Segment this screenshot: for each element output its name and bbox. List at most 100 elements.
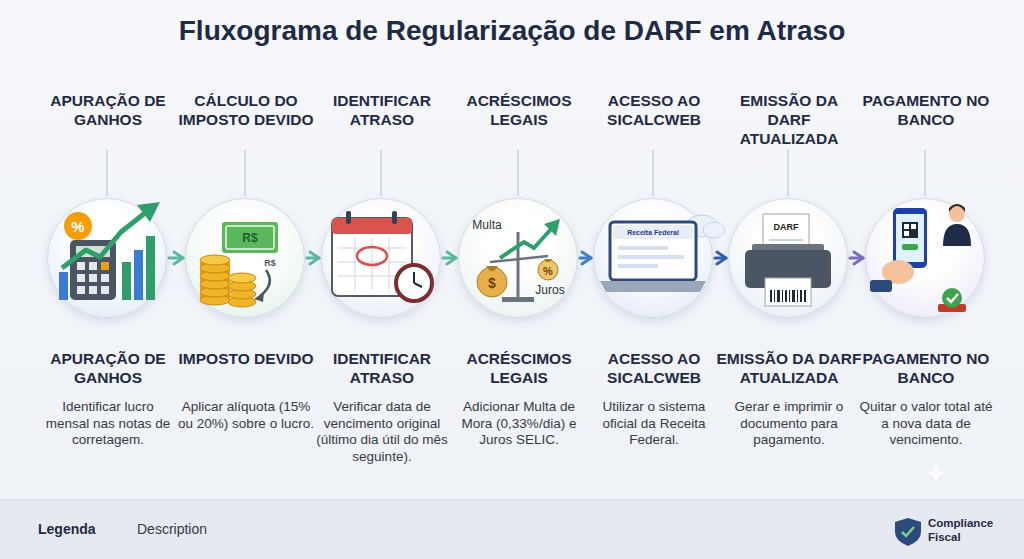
printer-icon-part [800,290,802,302]
payment-icon-part [902,244,918,250]
logo-shield [895,518,921,546]
scale-bags-icon-part [538,260,558,280]
laptop-cloud-icon-part [618,246,668,250]
footer-bar [0,500,1024,559]
chart-calculator-icon-part [77,286,85,294]
footer-bar-part [0,500,1024,559]
figure-label: % [543,265,553,277]
step-heading: EMISSÃO DA DARF ATUALIZADA [719,91,859,148]
figure-label: R$ [242,231,257,245]
leader-lines-part [381,150,382,196]
money-icon-part [200,295,230,305]
step-title: IDENTIFICAR ATRASO [303,349,461,387]
step-circle: PAGAMENTO NO BANCOPAGAMENTO NO BANCOQuit… [865,198,985,318]
step-heading: CÁLCULO DO IMPOSTO DEVIDO [176,91,316,129]
scale-bags-icon-part [544,219,560,236]
arrow-head [582,252,591,264]
money-icon-part [200,255,230,265]
arrow-shaft [443,257,456,260]
calendar-clock-icon-part [413,272,415,283]
money-icon-part [200,263,230,273]
money-icon-part [228,289,256,299]
figure-label: $ [488,275,496,291]
chart-calculator-icon-part [134,250,143,300]
chart-calculator-icon-part [64,212,92,240]
leader-lines-part [653,150,654,196]
laptop-cloud-icon-part [686,215,718,237]
calendar-clock-icon-part [355,238,356,290]
printer-icon-part [785,290,787,302]
money-icon-part [200,287,230,297]
calendar-clock-icon-part [392,211,397,224]
step-circle: ACESSO AO SICALCWEBACESSO AO SICALCWEBUt… [593,198,713,318]
laptop-cloud-icon-part [703,222,725,238]
payment-icon-part [949,206,965,222]
payment-icon [870,204,971,312]
arrow-head [854,252,863,264]
printer-icon-part [745,250,831,288]
step-title: IMPOSTO DEVIDO [167,349,325,368]
laptop-cloud-icon-part [600,281,706,292]
figure-label: DARF [774,222,799,232]
printer-icon-part [777,290,780,302]
laptop-cloud-icon-part [618,255,684,259]
flow-arrow [443,252,456,264]
logo-shield-part [902,527,914,536]
payment-icon-part [896,214,924,262]
step-description: Identificar lucro mensal nas notas de co… [40,399,176,449]
chart-calculator-icon-part [70,240,116,300]
calendar-clock-icon-part [372,238,373,290]
step-circle: CÁLCULO DO IMPOSTO DEVIDOIMPOSTO DEVIDOA… [185,198,305,318]
flow-arrow [580,252,591,264]
flow-arrow [307,252,319,264]
scale-bags-icon-part [486,266,498,271]
scale-bags-icon-part [477,267,507,297]
chart-calculator-icon-part [101,286,109,294]
step-heading: APURAÇÃO DE GANHOS [38,91,178,129]
step-title: EMISSÃO DA DARF ATUALIZADA [710,349,868,387]
payment-icon-part [870,280,892,292]
step-circle: EMISSÃO DA DARF ATUALIZADAEMISSÃO DA DAR… [728,198,848,318]
payment-icon-part [904,231,909,236]
money-icon-part [200,279,230,289]
laptop-cloud-icon-part [610,222,696,280]
arrow-shaft [580,257,591,260]
money-icon-part [222,222,278,253]
printer-icon-part [769,246,797,248]
arrow-head [310,252,319,264]
laptop-cloud-icon-part [618,264,658,268]
arrow-shaft [307,257,319,260]
payment-icon-part [902,222,918,238]
payment-icon-part [949,204,965,212]
printer-icon-part [792,290,795,302]
payment-icon-part [943,224,971,246]
step-circle: APURAÇÃO DE GANHOSAPURAÇÃO DE GANHOSIden… [47,198,167,318]
payment-icon-part [882,260,914,284]
printer-icon-part [782,290,783,302]
chart-calculator-icon-part [122,262,131,300]
money-icon-part [200,262,230,300]
figure-label: % [71,218,84,235]
scale-bags-icon-part [490,256,548,262]
sparkle-mark [925,462,947,484]
step-description: Gerar e imprimir o documento para pagame… [721,399,857,449]
calendar-clock-icon-part [332,218,412,296]
leader-lines [107,150,925,196]
leader-lines-part [107,150,108,196]
calendar-clock-icon-part [338,248,406,249]
payment-icon-part [911,224,916,229]
money-icon-part [200,271,230,281]
figure-label: Description [137,521,207,537]
printer-icon-part [789,290,790,302]
step-heading: ACRÉSCIMOS LEGAIS [449,91,589,129]
printer-icon-part [774,290,775,302]
calendar-clock-icon-part [346,211,351,224]
payment-icon-part [947,294,958,302]
printer-icon-part [763,214,809,258]
leader-lines-part [518,150,519,196]
chart-calculator-icon-part [146,236,155,300]
arrow-head [447,252,456,264]
printer-icon-part [752,244,824,252]
